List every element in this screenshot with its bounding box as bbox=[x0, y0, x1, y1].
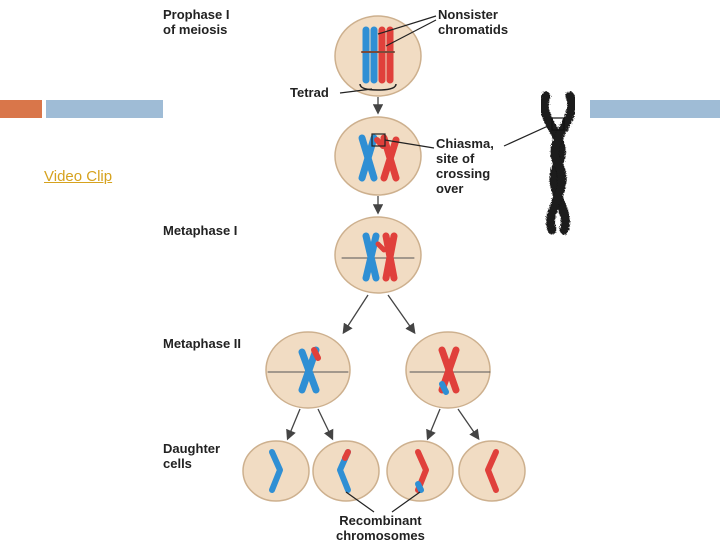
cell-crossing-over bbox=[334, 116, 422, 196]
metaphase-2-left-chromosome bbox=[267, 346, 349, 394]
accent-bar-blue-right bbox=[590, 100, 720, 118]
tetrad-chromosomes bbox=[361, 26, 395, 84]
cell-daughter-2 bbox=[312, 440, 380, 502]
accent-bar-blue-left bbox=[46, 100, 163, 118]
daughter-2-chromosome bbox=[337, 449, 351, 493]
metaphase-1-chromosomes bbox=[341, 232, 415, 282]
callout-nonsister-chromatids: Nonsister chromatids bbox=[438, 7, 509, 37]
stage-label-metaphase-2: Metaphase II bbox=[163, 336, 242, 351]
cell-daughter-3 bbox=[386, 440, 454, 502]
cell-prophase bbox=[334, 15, 422, 97]
tetrad-pointer bbox=[339, 88, 373, 94]
cell-metaphase-1 bbox=[334, 216, 422, 294]
cell-daughter-1 bbox=[242, 440, 310, 502]
video-clip-link[interactable]: Video Clip bbox=[44, 168, 113, 185]
daughter-3-chromosome bbox=[415, 449, 429, 493]
stage-label-prophase: Prophase I of meiosis bbox=[163, 7, 230, 37]
recombinant-pointer-left bbox=[345, 491, 375, 513]
cell-daughter-4 bbox=[458, 440, 526, 502]
daughter-4-chromosome bbox=[485, 449, 499, 493]
stage-arrows bbox=[286, 97, 480, 441]
stage-label-metaphase-1: Metaphase I bbox=[163, 223, 238, 238]
callout-chiasma: Chiasma, site of crossing over bbox=[436, 136, 494, 196]
stage-label-daughter-cells: Daughter cells bbox=[163, 441, 221, 471]
nonsister-pointer-1 bbox=[377, 15, 437, 35]
chiasma-pointer bbox=[384, 139, 435, 149]
daughter-1-chromosome bbox=[269, 449, 283, 493]
tetrad-bracket bbox=[359, 83, 397, 91]
recombinant-pointer-right bbox=[391, 491, 421, 513]
micrograph-pointer bbox=[503, 125, 549, 147]
metaphase-2-right-chromosome bbox=[409, 346, 491, 395]
callout-tetrad: Tetrad bbox=[290, 85, 329, 100]
nonsister-pointer-2 bbox=[385, 19, 437, 47]
callout-recombinant-chromosomes: Recombinant chromosomes bbox=[336, 513, 425, 543]
accent-bar-orange bbox=[0, 100, 42, 118]
micrograph-image bbox=[539, 91, 577, 235]
